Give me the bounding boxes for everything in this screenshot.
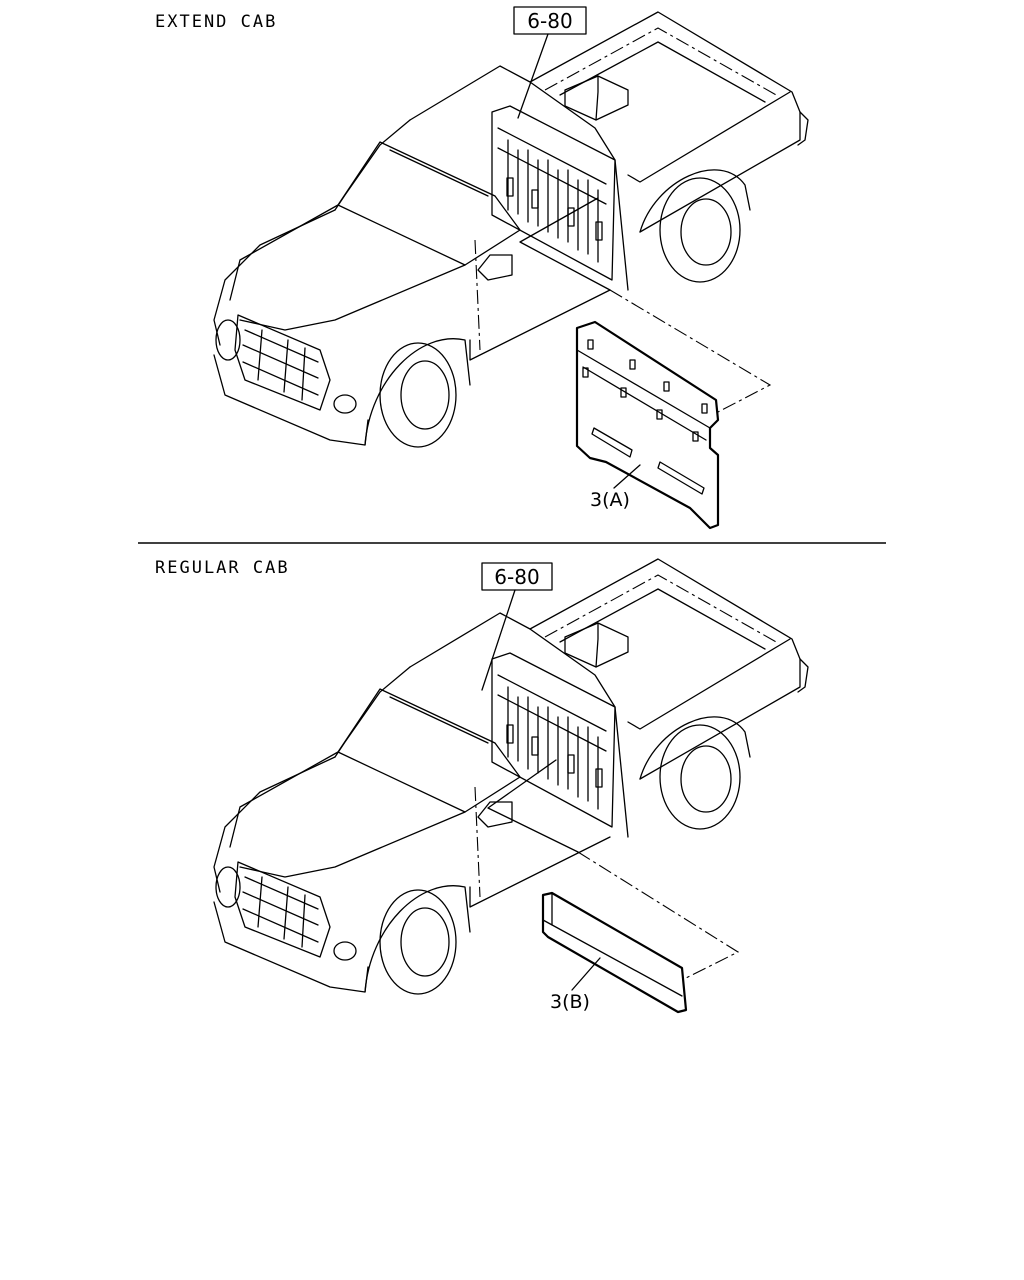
extend-cab-ref-label[interactable]: 6-80 bbox=[527, 9, 572, 33]
extend-cab-ref-box[interactable] bbox=[513, 6, 587, 35]
part-3a-panel[interactable] bbox=[575, 320, 720, 530]
regular-cab-truck bbox=[213, 558, 809, 995]
regular-cab-ref-label[interactable]: 6-80 bbox=[494, 565, 539, 589]
regular-cab-ref-box[interactable] bbox=[481, 562, 553, 591]
regular-cab-title: REGULAR CAB bbox=[155, 558, 290, 578]
part-3b-strip[interactable] bbox=[541, 891, 688, 1014]
regular-cab-figure: REGULAR CAB 6-80 3(B) bbox=[155, 558, 809, 1014]
extend-cab-title: EXTEND CAB bbox=[155, 12, 277, 32]
part-3b-callout[interactable]: 3(B) bbox=[550, 991, 590, 1013]
part-3a-callout[interactable]: 3(A) bbox=[590, 489, 630, 511]
extend-cab-truck bbox=[213, 11, 809, 448]
extend-cab-figure: EXTEND CAB 6-80 3(A) bbox=[155, 6, 809, 530]
